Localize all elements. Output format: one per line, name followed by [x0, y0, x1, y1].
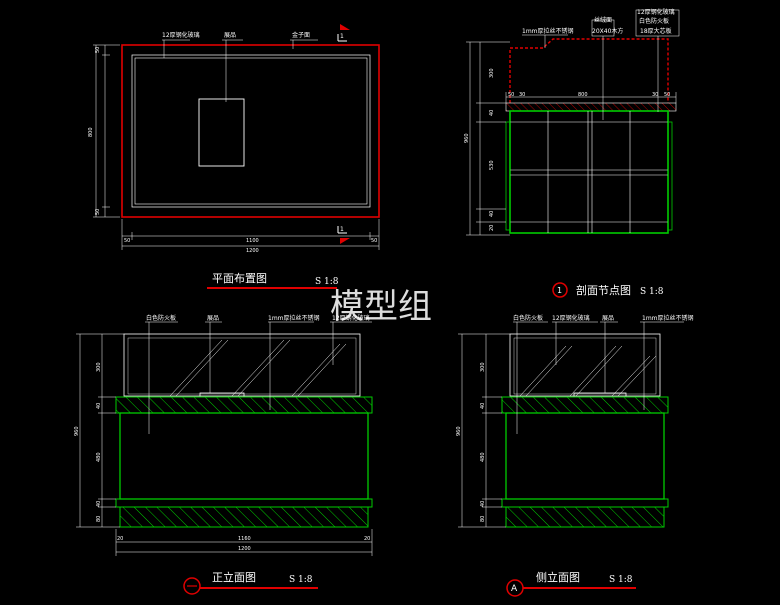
- svg-text:展品: 展品: [207, 315, 219, 322]
- svg-text:50: 50: [95, 209, 101, 215]
- plan-title: 平面布置图: [212, 272, 267, 285]
- svg-text:12厚钢化玻璃: 12厚钢化玻璃: [332, 314, 370, 322]
- section-mark-top: 1: [337, 24, 350, 42]
- svg-text:300: 300: [489, 68, 495, 78]
- plan-view: 12厚钢化玻璃 展品 金子面 1 1 50 800 50: [88, 24, 380, 289]
- svg-text:40: 40: [96, 501, 102, 507]
- svg-text:12厚钢化玻璃: 12厚钢化玻璃: [637, 8, 675, 16]
- svg-text:1mm厚拉丝不锈钢: 1mm厚拉丝不锈钢: [268, 314, 320, 322]
- svg-text:80: 80: [96, 516, 102, 522]
- section-title: 剖面节点图: [576, 283, 631, 297]
- svg-text:1mm厚拉丝不锈钢: 1mm厚拉丝不锈钢: [642, 314, 694, 322]
- plan-outer-frame: [121, 44, 380, 218]
- svg-text:80: 80: [480, 516, 486, 522]
- section-mark-bottom: 1: [337, 226, 350, 244]
- plan-label-surface: 金子面: [292, 31, 310, 39]
- front-scale: S 1:8: [289, 575, 313, 585]
- svg-text:1mm厚拉丝不锈钢: 1mm厚拉丝不锈钢: [522, 27, 574, 35]
- svg-text:800: 800: [88, 127, 94, 137]
- svg-text:50: 50: [371, 238, 377, 244]
- svg-text:530: 530: [489, 160, 495, 170]
- plan-label-glass: 12厚钢化玻璃: [162, 31, 200, 39]
- svg-text:12厚钢化玻璃: 12厚钢化玻璃: [552, 314, 590, 322]
- svg-text:20: 20: [117, 536, 123, 542]
- svg-text:480: 480: [96, 452, 102, 462]
- watermark: 模型组: [330, 287, 432, 327]
- svg-text:800: 800: [578, 92, 588, 98]
- section-marker: [552, 282, 568, 298]
- svg-text:50: 50: [95, 47, 101, 53]
- svg-text:50: 50: [508, 92, 514, 98]
- svg-text:300: 300: [96, 362, 102, 372]
- svg-text:40: 40: [96, 403, 102, 409]
- svg-text:50: 50: [124, 238, 130, 244]
- svg-text:1160: 1160: [238, 536, 251, 542]
- side-scale: S 1:8: [609, 575, 633, 585]
- svg-text:40: 40: [489, 110, 495, 116]
- svg-text:50: 50: [664, 92, 670, 98]
- svg-text:丝绒面: 丝绒面: [594, 16, 612, 24]
- svg-text:480: 480: [480, 452, 486, 462]
- plan-scale: S 1:8: [315, 277, 339, 287]
- svg-text:1200: 1200: [238, 546, 251, 552]
- svg-text:1100: 1100: [246, 238, 259, 244]
- svg-text:20: 20: [489, 225, 495, 231]
- svg-text:20: 20: [364, 536, 370, 542]
- svg-text:白色防火板: 白色防火板: [146, 314, 176, 322]
- svg-text:20X40木方: 20X40木方: [592, 27, 623, 35]
- svg-text:1: 1: [340, 226, 344, 233]
- svg-text:300: 300: [480, 362, 486, 372]
- svg-text:白色防火板: 白色防火板: [513, 314, 543, 322]
- svg-text:A: A: [511, 584, 518, 594]
- svg-text:展品: 展品: [602, 315, 614, 322]
- svg-text:960: 960: [74, 426, 80, 436]
- svg-text:1: 1: [340, 33, 344, 40]
- svg-text:18厚大芯板: 18厚大芯板: [640, 27, 672, 35]
- section-scale: S 1:8: [640, 287, 664, 297]
- svg-text:40: 40: [489, 211, 495, 217]
- section-body: [509, 110, 669, 234]
- svg-text:1200: 1200: [246, 248, 259, 254]
- svg-text:960: 960: [464, 133, 470, 143]
- svg-text:白色防火板: 白色防火板: [639, 17, 669, 25]
- side-glass: [509, 333, 661, 397]
- front-title: 正立面图: [212, 570, 256, 584]
- svg-text:30: 30: [652, 92, 658, 98]
- section-view: 1mm厚拉丝不锈钢 丝绒面 20X40木方 12厚钢化玻璃 白色防火板 18厚大…: [464, 8, 680, 298]
- svg-text:30: 30: [519, 92, 525, 98]
- svg-text:960: 960: [456, 426, 462, 436]
- side-title: 侧立面图: [536, 570, 580, 584]
- front-elevation: 白色防火板 展品 1mm厚拉丝不锈钢 12厚钢化玻璃 300 40 960 48…: [74, 314, 373, 595]
- svg-text:1: 1: [557, 286, 562, 295]
- plan-exhibit: [198, 98, 245, 167]
- front-marker: [183, 577, 201, 595]
- svg-text:40: 40: [480, 501, 486, 507]
- svg-text:40: 40: [480, 403, 486, 409]
- side-elevation: 白色防火板 12厚钢化玻璃 展品 1mm厚拉丝不锈钢 300 40 960 48…: [456, 314, 694, 597]
- plan-label-exhibit: 展品: [224, 32, 236, 39]
- front-glass: [123, 333, 361, 397]
